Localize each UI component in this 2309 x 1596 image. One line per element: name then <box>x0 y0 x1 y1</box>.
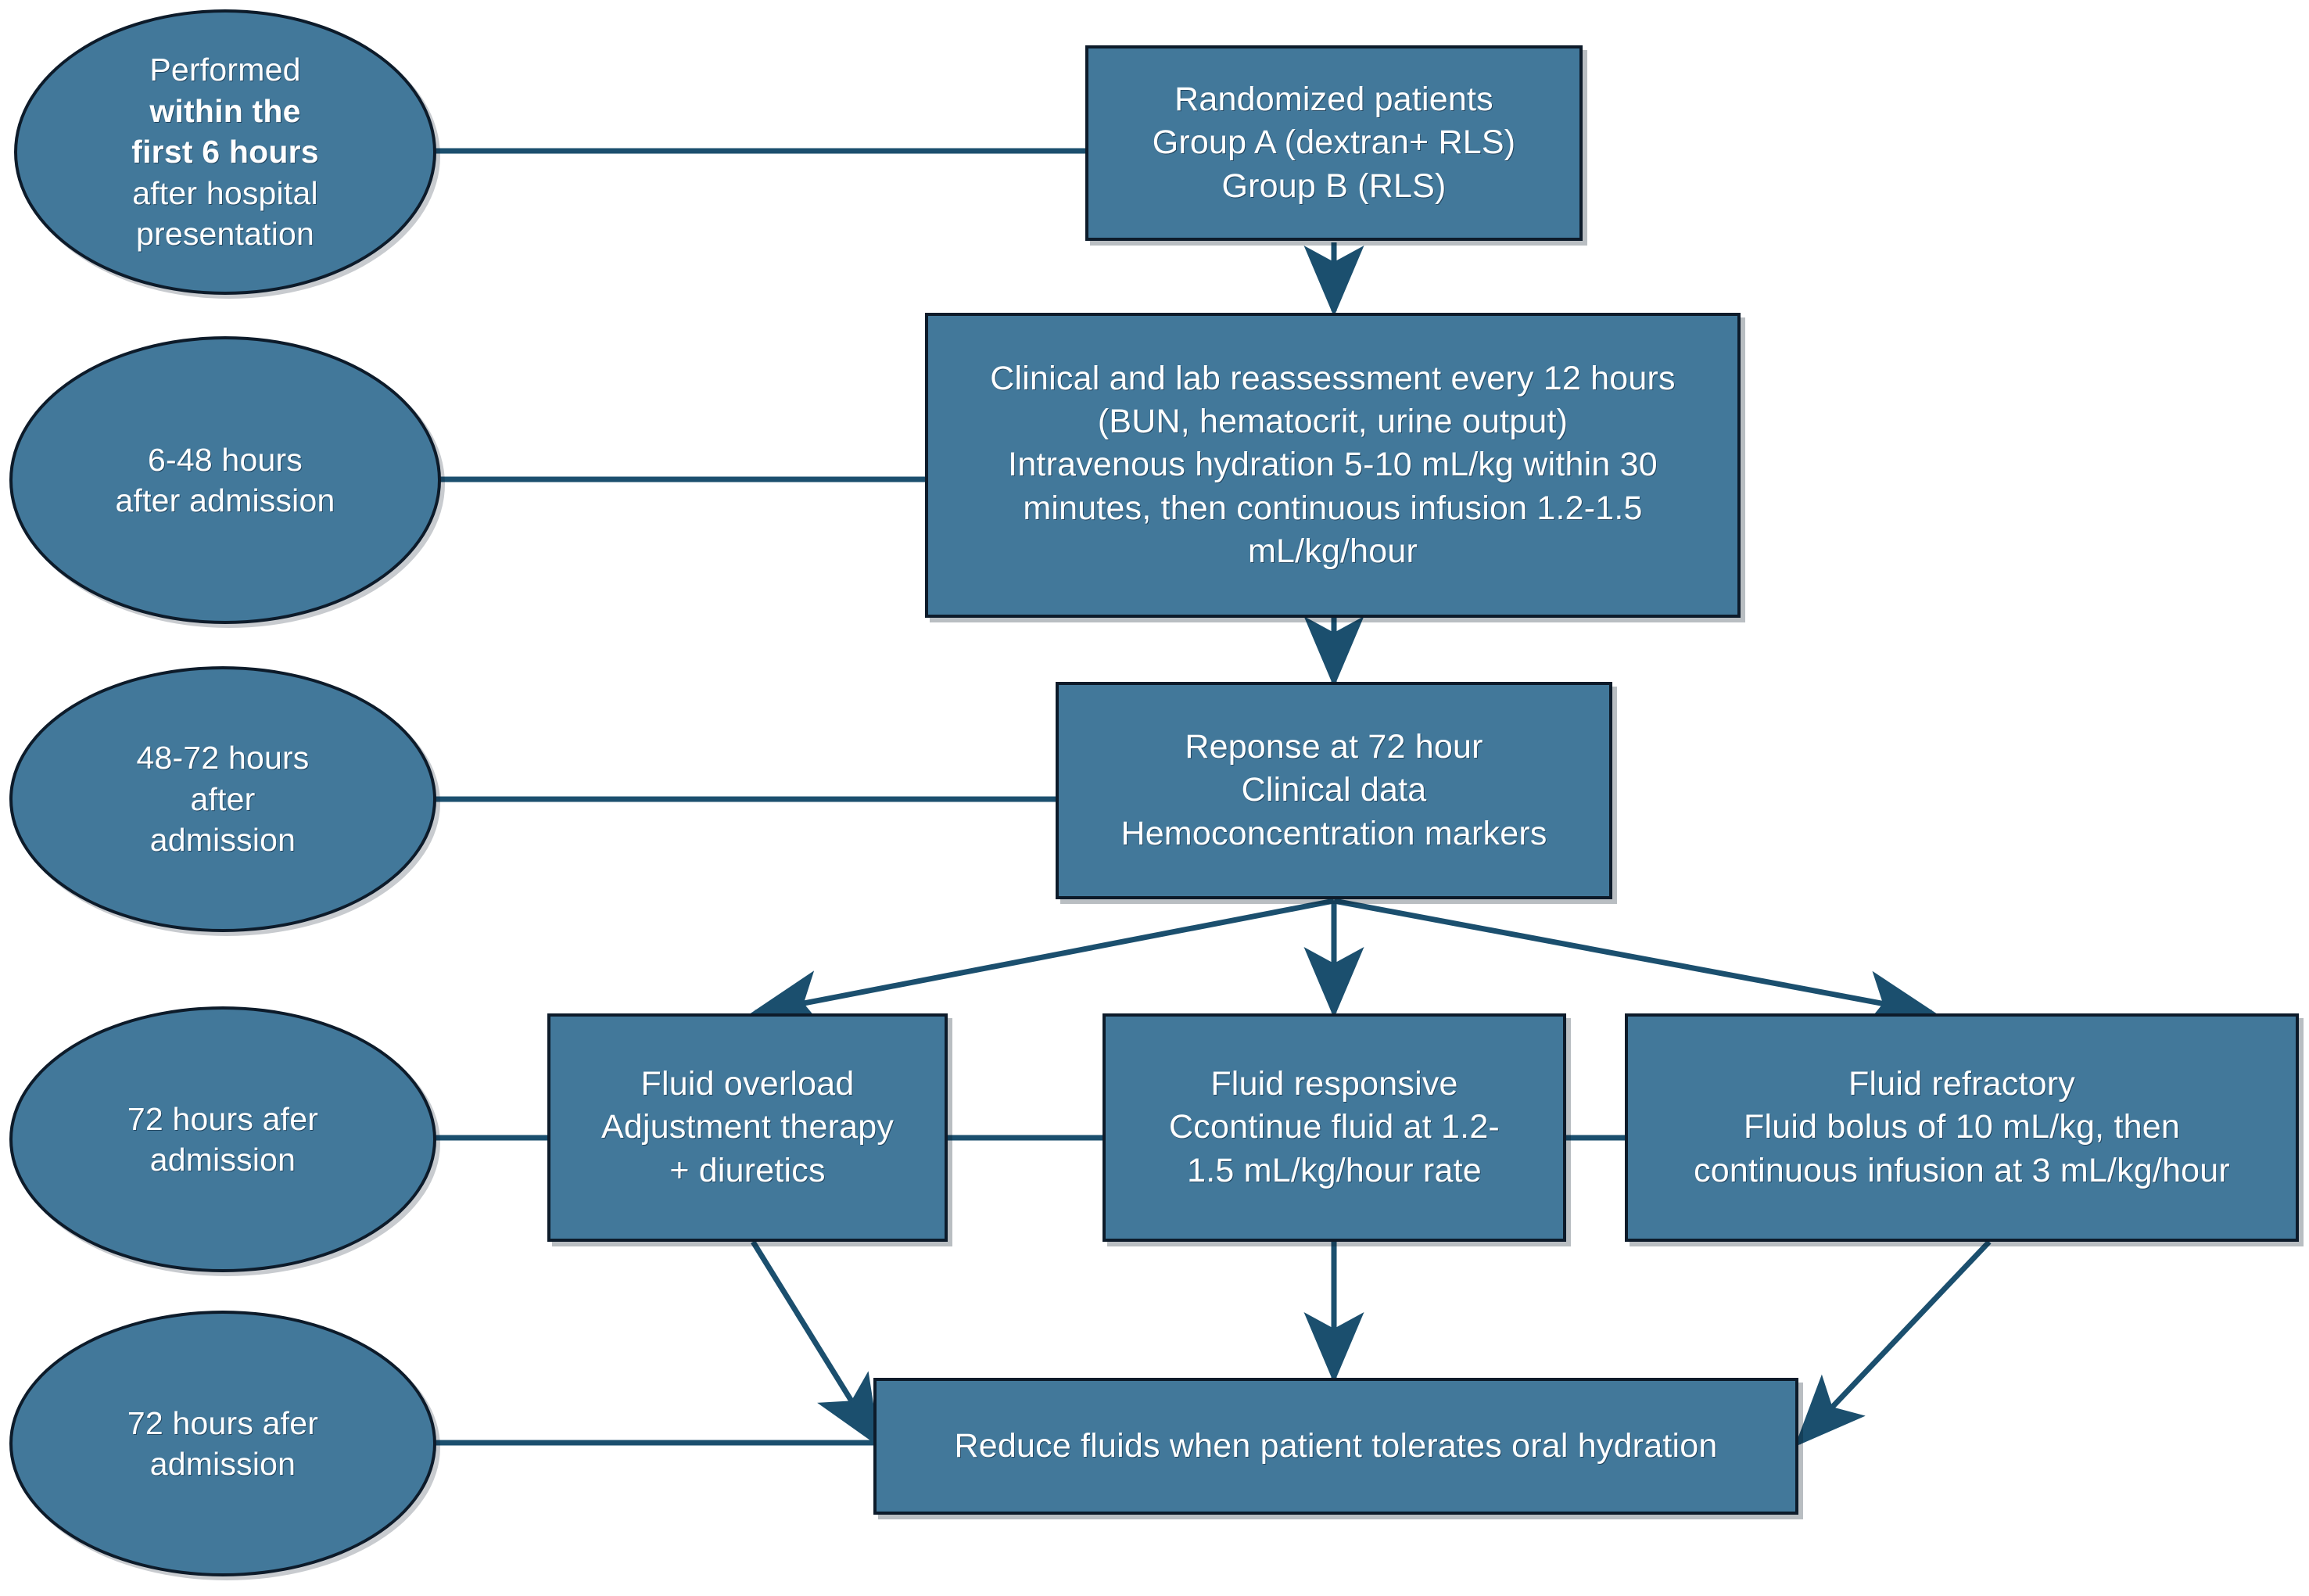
line-text: admission <box>149 1446 296 1482</box>
timeline-ellipse-72-hours-a[interactable]: 72 hours afer admission <box>9 1006 436 1272</box>
line-text: Fluid bolus of 10 mL/kg, then <box>1744 1108 2180 1146</box>
step-box-text: Fluid overload Adjustment therapy + diur… <box>550 1063 945 1192</box>
step-box-text: Fluid refractory Fluid bolus of 10 mL/kg… <box>1628 1063 2296 1192</box>
line-text: Fluid overload <box>640 1065 855 1103</box>
line-text: Reduce fluids when patient tolerates ora… <box>954 1426 1718 1465</box>
line-text: continuous infusion at 3 mL/kg/hour <box>1694 1151 2230 1189</box>
timeline-ellipse-text: 6-48 hours after admission <box>13 439 438 522</box>
timeline-ellipse-text: 72 hours afer admission <box>13 1099 433 1181</box>
step-box-fluid-overload[interactable]: Fluid overload Adjustment therapy + diur… <box>547 1013 948 1242</box>
step-box-fluid-responsive[interactable]: Fluid responsive Ccontinue fluid at 1.2-… <box>1103 1013 1566 1242</box>
timeline-ellipse-text: Performed within the first 6 hours after… <box>17 49 433 254</box>
line-text: 48-72 hours <box>136 740 310 776</box>
step-box-reduce-fluids[interactable]: Reduce fluids when patient tolerates ora… <box>873 1378 1798 1515</box>
line-text: Group A (dextran+ RLS) <box>1152 124 1516 162</box>
line-text: Group B (RLS) <box>1221 167 1447 205</box>
timeline-ellipse-72-hours-b[interactable]: 72 hours afer admission <box>9 1311 436 1576</box>
line-text: minutes, then continuous infusion 1.2-1.… <box>1023 489 1643 527</box>
timeline-ellipse-first-6-hours[interactable]: Performed within the first 6 hours after… <box>14 9 436 295</box>
step-box-response-at-72-hour[interactable]: Reponse at 72 hour Clinical data Hemocon… <box>1056 682 1612 899</box>
line-text: 6-48 hours <box>147 441 303 478</box>
line-text: (BUN, hematocrit, urine output) <box>1097 403 1569 441</box>
line-text: Hemoconcentration markers <box>1120 814 1547 852</box>
line-text: Clinical data <box>1241 771 1427 809</box>
line-text: Reponse at 72 hour <box>1185 728 1483 766</box>
line-text: + diuretics <box>669 1151 826 1189</box>
line-text: after hospital <box>132 174 318 211</box>
line-text: Adjustment therapy <box>601 1108 895 1146</box>
line-text: Ccontinue fluid at 1.2- <box>1169 1108 1500 1146</box>
timeline-ellipse-text: 48-72 hours after admission <box>13 737 433 860</box>
line-text: mL/kg/hour <box>1247 532 1418 570</box>
arrow-response-overload <box>750 898 1335 1030</box>
line-text: Fluid responsive <box>1210 1065 1458 1103</box>
step-box-fluid-refractory[interactable]: Fluid refractory Fluid bolus of 10 mL/kg… <box>1625 1013 2299 1242</box>
line-text: 72 hours afer <box>127 1404 319 1441</box>
step-box-text: Fluid responsive Ccontinue fluid at 1.2-… <box>1106 1063 1563 1192</box>
timeline-ellipse-48-72-hours[interactable]: 48-72 hours after admission <box>9 666 436 932</box>
step-box-text: Reduce fluids when patient tolerates ora… <box>877 1425 1795 1468</box>
line-text: Intravenous hydration 5-10 mL/kg within … <box>1008 446 1658 484</box>
line-text: after admission <box>115 482 335 518</box>
arrow-refractory-reduce <box>1794 1239 1992 1447</box>
arrow-response-refractory <box>1333 898 1937 1031</box>
line-text: admission <box>149 822 296 859</box>
line-text: admission <box>149 1142 296 1178</box>
line-text: Randomized patients <box>1174 81 1493 119</box>
step-box-reassessment[interactable]: Clinical and lab reassessment every 12 h… <box>925 313 1741 618</box>
step-box-text: Reponse at 72 hour Clinical data Hemocon… <box>1059 726 1609 855</box>
step-box-text: Randomized patients Group A (dextran+ RL… <box>1088 78 1579 207</box>
line-text: Clinical and lab reassessment every 12 h… <box>990 360 1676 398</box>
arrow-overload-reduce <box>751 1240 880 1447</box>
line-text: within the <box>149 92 301 129</box>
step-box-randomized-patients[interactable]: Randomized patients Group A (dextran+ RL… <box>1085 45 1583 241</box>
line-text: 1.5 mL/kg/hour rate <box>1187 1151 1482 1189</box>
timeline-ellipse-6-48-hours[interactable]: 6-48 hours after admission <box>9 336 441 624</box>
line-text: after <box>190 780 256 817</box>
line-text: presentation <box>135 216 315 253</box>
line-text: Performed <box>149 52 301 88</box>
timeline-ellipse-text: 72 hours afer admission <box>13 1403 433 1485</box>
step-box-text: Clinical and lab reassessment every 12 h… <box>928 357 1737 572</box>
line-text: Fluid refractory <box>1848 1065 2075 1103</box>
line-text: 72 hours afer <box>127 1100 319 1137</box>
line-text: first 6 hours <box>131 134 319 170</box>
